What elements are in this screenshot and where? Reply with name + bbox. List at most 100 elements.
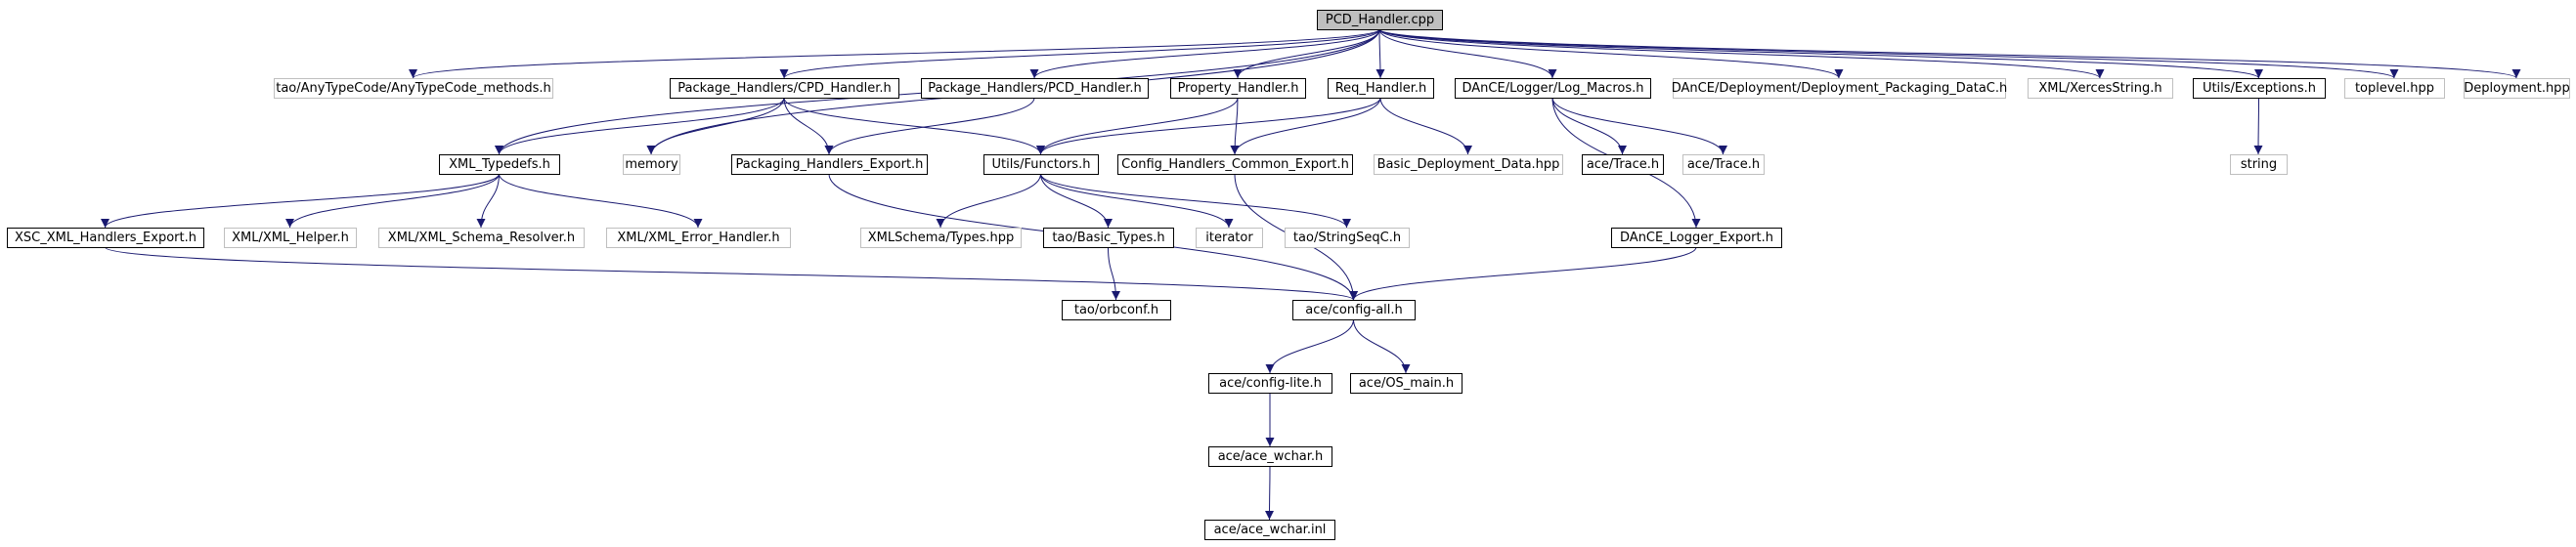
node-box — [378, 228, 585, 248]
node-xml-schema-resolver: XML/XML_Schema_Resolver.h — [378, 228, 585, 248]
edge-xml_typedefs-to-xml_helper — [285, 173, 500, 229]
edge-req_handler-to-utils_functors — [1036, 97, 1381, 155]
edge-property_handler-to-utils_functors — [1036, 97, 1239, 155]
node-label: Utils/Exceptions.h — [2203, 81, 2316, 96]
node-box — [1328, 78, 1434, 99]
node-label: tao/orbconf.h — [1074, 303, 1158, 317]
edge-pkg_cpd_handler-to-xml_typedefs — [495, 97, 785, 155]
node-box — [2464, 78, 2570, 99]
node-xerces-string: XML/XercesString.h — [2028, 78, 2173, 99]
node-packaging-handlers-export[interactable]: Packaging_Handlers_Export.h — [731, 154, 928, 175]
node-ace-config-lite[interactable]: ace/config-lite.h — [1208, 373, 1332, 394]
node-box — [731, 154, 928, 175]
node-label: Utils/Functors.h — [992, 157, 1091, 172]
node-label: Packaging_Handlers_Export.h — [736, 157, 924, 172]
node-label: toplevel.hpp — [2355, 81, 2434, 96]
edge-xml_typedefs-to-xsc_xml_handlers_export — [101, 173, 500, 229]
node-label: string — [2241, 157, 2277, 172]
node-label: Package_Handlers/PCD_Handler.h — [928, 81, 1142, 96]
node-label: ace/Trace.h — [1687, 157, 1760, 172]
node-box — [1196, 228, 1263, 248]
node-box — [1682, 154, 1765, 175]
edge-tao_basic_types-to-tao_orbconf — [1108, 246, 1120, 301]
node-utils-exceptions[interactable]: Utils/Exceptions.h — [2193, 78, 2326, 99]
edge-pcd_handler_cpp-to-xerces_string — [1378, 28, 2105, 79]
node-box — [1673, 78, 2006, 99]
node-utils-functors[interactable]: Utils/Functors.h — [983, 154, 1099, 175]
edge-property_handler-to-config_handlers_common_export — [1230, 97, 1240, 155]
node-label: Basic_Deployment_Data.hpp — [1377, 157, 1560, 172]
node-label: Config_Handlers_Common_Export.h — [1121, 157, 1349, 172]
node-label: ace/config-lite.h — [1219, 376, 1322, 391]
node-box — [1611, 228, 1782, 248]
node-iterator: iterator — [1196, 228, 1263, 248]
node-property-handler[interactable]: Property_Handler.h — [1170, 78, 1306, 99]
node-label: Deployment.hpp — [2464, 81, 2569, 96]
edge-pcd_handler_cpp-to-log_macros — [1378, 28, 1557, 79]
node-label: DAnCE_Logger_Export.h — [1620, 231, 1773, 245]
node-ace-trace-file[interactable]: ace/Trace.h — [1582, 154, 1664, 175]
edge-log_macros-to-ace_trace_external — [1551, 97, 1727, 155]
node-label: XML/XML_Error_Handler.h — [617, 231, 779, 245]
node-box — [1317, 10, 1443, 30]
node-label: XSC_XML_Handlers_Export.h — [15, 231, 196, 245]
node-tao-basic-types[interactable]: tao/Basic_Types.h — [1043, 228, 1174, 248]
node-dance-logger-export[interactable]: DAnCE_Logger_Export.h — [1611, 228, 1782, 248]
node-ace-ace-wchar-inl[interactable]: ace/ace_wchar.inl — [1204, 520, 1335, 540]
node-log-macros[interactable]: DAnCE/Logger/Log_Macros.h — [1455, 78, 1651, 99]
edge-pkg_cpd_handler-to-packaging_handlers_export — [783, 97, 834, 155]
nodes-layer: PCD_Handler.cpp tao/AnyTypeCode/AnyTypeCo… — [7, 10, 2570, 540]
node-box — [1117, 154, 1353, 175]
node-box — [1455, 78, 1651, 99]
node-ace-ace-wchar-h[interactable]: ace/ace_wchar.h — [1208, 446, 1332, 467]
node-label: ace/config-all.h — [1305, 303, 1403, 317]
node-tao-orbconf[interactable]: tao/orbconf.h — [1062, 300, 1171, 320]
node-label: tao/StringSeqC.h — [1293, 231, 1401, 245]
node-box — [1062, 300, 1171, 320]
edges-layer — [101, 28, 2521, 521]
node-label: XML_Typedefs.h — [449, 157, 550, 172]
node-label: Property_Handler.h — [1178, 81, 1299, 96]
node-box — [1292, 300, 1416, 320]
node-label: XMLSchema/Types.hpp — [868, 231, 1015, 245]
node-label: ace/OS_main.h — [1359, 376, 1454, 391]
node-label: tao/AnyTypeCode/AnyTypeCode_methods.h — [276, 81, 551, 96]
edge-utils_functors-to-tao_basic_types — [1040, 173, 1113, 229]
edge-ace_config_all-to-ace_config_lite — [1265, 318, 1354, 374]
node-box — [274, 78, 553, 99]
node-label: XML/XercesString.h — [2038, 81, 2161, 96]
node-xml-helper: XML/XML_Helper.h — [224, 228, 357, 248]
node-xsc-xml-handlers-export[interactable]: XSC_XML_Handlers_Export.h — [7, 228, 204, 248]
edge-xml_typedefs-to-xml_error_handler — [499, 173, 703, 229]
node-box — [1170, 78, 1306, 99]
node-box — [2193, 78, 2326, 99]
edge-pkg_cpd_handler-to-memory — [646, 97, 785, 155]
node-box — [2028, 78, 2173, 99]
node-ace-config-all[interactable]: ace/config-all.h — [1292, 300, 1416, 320]
node-ace-os-main[interactable]: ace/OS_main.h — [1350, 373, 1463, 394]
edge-req_handler-to-basic_deployment_data — [1379, 97, 1472, 155]
node-box — [1208, 373, 1332, 394]
edge-dance_logger_export-to-ace_config_all — [1349, 246, 1697, 301]
node-req-handler[interactable]: Req_Handler.h — [1328, 78, 1434, 99]
node-box — [224, 228, 357, 248]
edge-pcd_handler_cpp-to-deployment_packaging_datac — [1378, 28, 1844, 79]
node-box — [1285, 228, 1410, 248]
node-config-handlers-common-export[interactable]: Config_Handlers_Common_Export.h — [1117, 154, 1353, 175]
node-box — [1208, 446, 1332, 467]
node-label: iterator — [1205, 231, 1253, 245]
node-pcd-handler-cpp[interactable]: PCD_Handler.cpp — [1317, 10, 1443, 30]
node-xml-error-handler: XML/XML_Error_Handler.h — [606, 228, 791, 248]
node-anytypecode-methods: tao/AnyTypeCode/AnyTypeCode_methods.h — [274, 78, 553, 99]
node-pkg-pcd-handler[interactable]: Package_Handlers/PCD_Handler.h — [921, 78, 1149, 99]
edge-xsc_xml_handlers_export-to-ace_config_all — [105, 246, 1358, 301]
node-label: ace/Trace.h — [1587, 157, 1659, 172]
node-label: XML/XML_Schema_Resolver.h — [388, 231, 575, 245]
node-toplevel-hpp: toplevel.hpp — [2344, 78, 2445, 99]
node-xml-typedefs[interactable]: XML_Typedefs.h — [439, 154, 560, 175]
edge-log_macros-to-ace_trace_file — [1551, 97, 1627, 155]
node-pkg-cpd-handler[interactable]: Package_Handlers/CPD_Handler.h — [670, 78, 899, 99]
node-box — [623, 154, 680, 175]
node-memory: memory — [623, 154, 680, 175]
